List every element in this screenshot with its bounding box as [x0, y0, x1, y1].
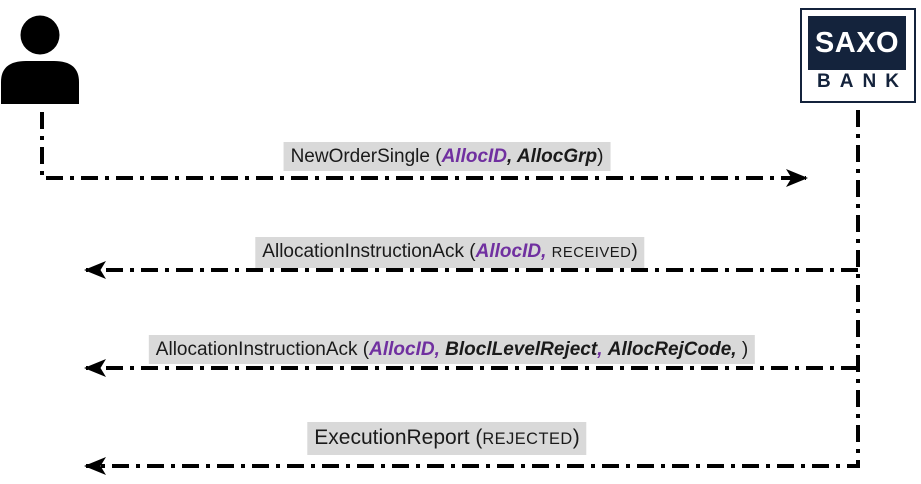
message-segment: BloclLevelReject — [445, 339, 598, 360]
client-lifeline-and-neworder-arrow — [40, 112, 808, 187]
message-segment: AllocID, — [369, 339, 440, 360]
bank-lifeline-and-execreport-arrow — [84, 110, 860, 475]
message-segment: , — [597, 339, 603, 360]
message-segment: ExecutionReport ( — [314, 426, 483, 449]
message-label-allocack-reject: AllocationInstructionAck (AllocID, Blocl… — [148, 335, 756, 364]
message-segment: ) — [631, 241, 638, 262]
message-segment: AllocationInstructionAck ( — [262, 241, 476, 262]
message-segment: AllocGrp — [516, 146, 598, 167]
message-segment: NewOrderSingle ( — [290, 146, 442, 167]
message-segment: ) — [736, 339, 749, 360]
message-label-neworder: NewOrderSingle (AllocID, AllocGrp) — [283, 142, 611, 171]
message-segment: AllocID — [475, 241, 542, 262]
message-segment: REJECTED — [482, 430, 573, 448]
message-segment: , — [507, 146, 517, 167]
message-segment: AllocID — [441, 146, 508, 167]
message-segment: AllocRejCode, — [607, 339, 737, 360]
person-icon — [1, 15, 79, 104]
message-segment: ) — [572, 426, 580, 449]
saxo-logo-text: SAXO — [808, 16, 906, 70]
message-label-execreport: ExecutionReport (REJECTED) — [307, 422, 587, 455]
saxo-bank-logo: SAXO BANK — [800, 8, 916, 103]
message-segment: RECEIVED — [551, 245, 632, 261]
message-label-allocack-received: AllocationInstructionAck (AllocID, RECEI… — [255, 237, 645, 268]
message-segment: ) — [597, 146, 604, 167]
message-segment: , — [541, 241, 547, 262]
message-segment: AllocationInstructionAck ( — [155, 339, 370, 360]
bank-logo-text: BANK — [817, 71, 908, 92]
